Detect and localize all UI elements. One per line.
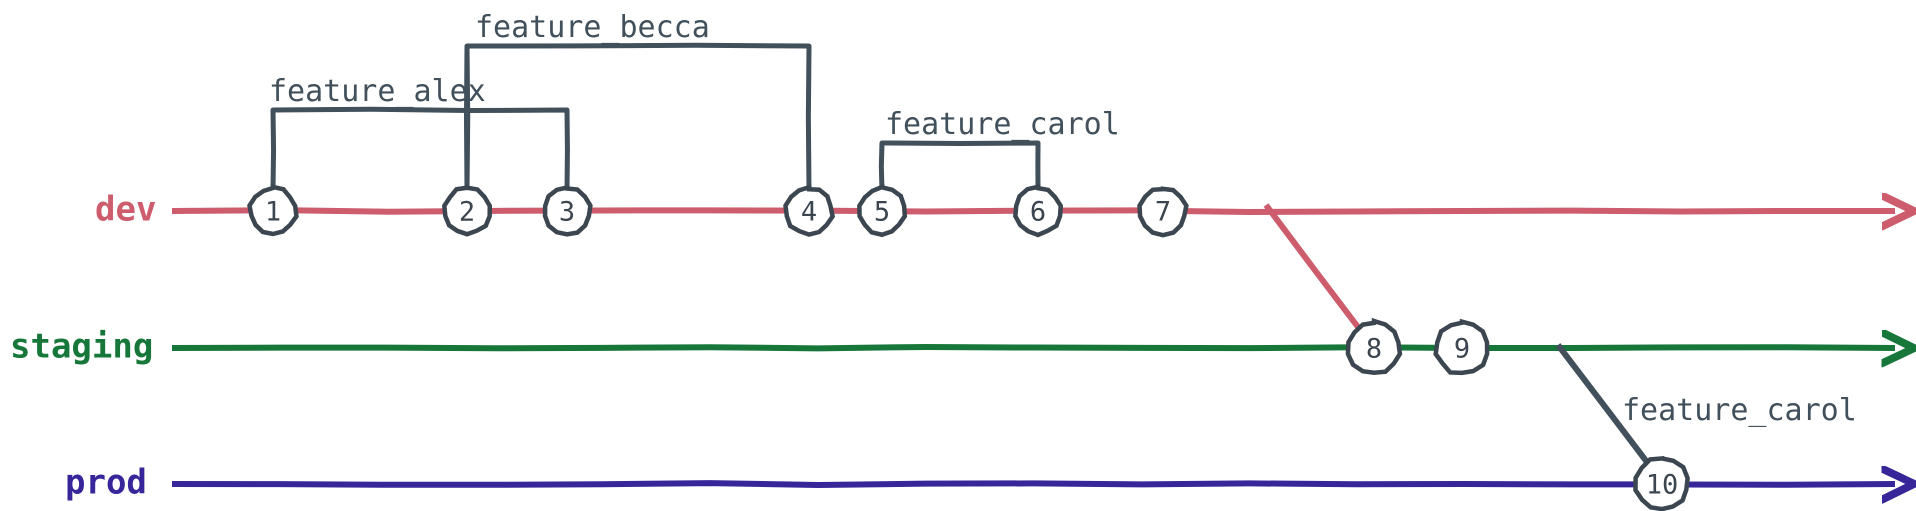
commit-circle-1	[247, 184, 299, 237]
commit-node-9[interactable]: 9	[1433, 318, 1490, 376]
commit-circle-10	[1633, 455, 1690, 511]
commit-circle-7	[1137, 186, 1189, 238]
branch-label-dev: dev	[95, 190, 156, 230]
commit-number-10: 10	[1646, 470, 1679, 501]
commit-circle-3	[542, 184, 593, 237]
commit-stems-group	[463, 45, 470, 191]
branch-line-prod	[171, 483, 1895, 485]
branch-labels-group: dev staging prod	[10, 190, 156, 503]
floating-labels-group: feature_carol	[1622, 393, 1857, 428]
commit-node-3[interactable]: 3	[542, 184, 593, 237]
commit-number-6: 6	[1030, 197, 1046, 228]
commit-number-1: 1	[265, 197, 281, 228]
branch-label-prod: prod	[65, 463, 147, 503]
commit-number-4: 4	[801, 197, 817, 228]
commit-stem-2	[463, 45, 470, 191]
commit-number-2: 2	[459, 197, 475, 228]
commit-node-2[interactable]: 2	[442, 185, 493, 237]
commit-circle-5	[857, 183, 908, 238]
commit-circle-6	[1013, 183, 1064, 238]
feature-labels-group: feature_alex feature_becca feature_carol	[269, 10, 1120, 142]
feature-bracket-feature_becca	[464, 42, 812, 191]
commit-node-1[interactable]: 1	[247, 184, 299, 237]
commit-node-7[interactable]: 7	[1137, 186, 1189, 238]
commit-node-4[interactable]: 4	[783, 184, 836, 237]
feature-bracket-feature_carol	[878, 140, 1041, 191]
commit-circle-2	[442, 185, 493, 237]
branch-line-staging	[171, 347, 1895, 348]
staging-to-prod-branch	[1555, 343, 1656, 472]
commit-number-5: 5	[874, 197, 890, 228]
branch-label-staging: staging	[10, 327, 153, 367]
feature-label-feature_becca: feature_becca	[475, 10, 710, 45]
merge-lines-group	[1263, 203, 1656, 472]
feature-carol-prod-label: feature_carol	[1622, 393, 1857, 428]
commit-node-8[interactable]: 8	[1345, 317, 1403, 375]
commit-number-8: 8	[1366, 334, 1382, 365]
commit-node-5[interactable]: 5	[857, 183, 908, 238]
dev-to-staging-merge	[1263, 203, 1367, 337]
commit-circle-4	[783, 184, 836, 237]
commit-number-9: 9	[1454, 334, 1470, 365]
commit-nodes-group: 1 2 3 4 5 6 7 8 9 10	[247, 183, 1690, 511]
feature-label-feature_alex: feature_alex	[269, 74, 486, 109]
commit-circle-8	[1345, 317, 1403, 375]
commit-number-3: 3	[559, 197, 575, 228]
commit-circle-9	[1433, 318, 1490, 376]
commit-node-6[interactable]: 6	[1013, 183, 1064, 238]
feature-bracket-feature_alex	[270, 106, 570, 191]
commit-node-10[interactable]: 10	[1633, 455, 1690, 511]
commit-number-7: 7	[1155, 197, 1171, 228]
feature-label-feature_carol: feature_carol	[885, 107, 1120, 142]
